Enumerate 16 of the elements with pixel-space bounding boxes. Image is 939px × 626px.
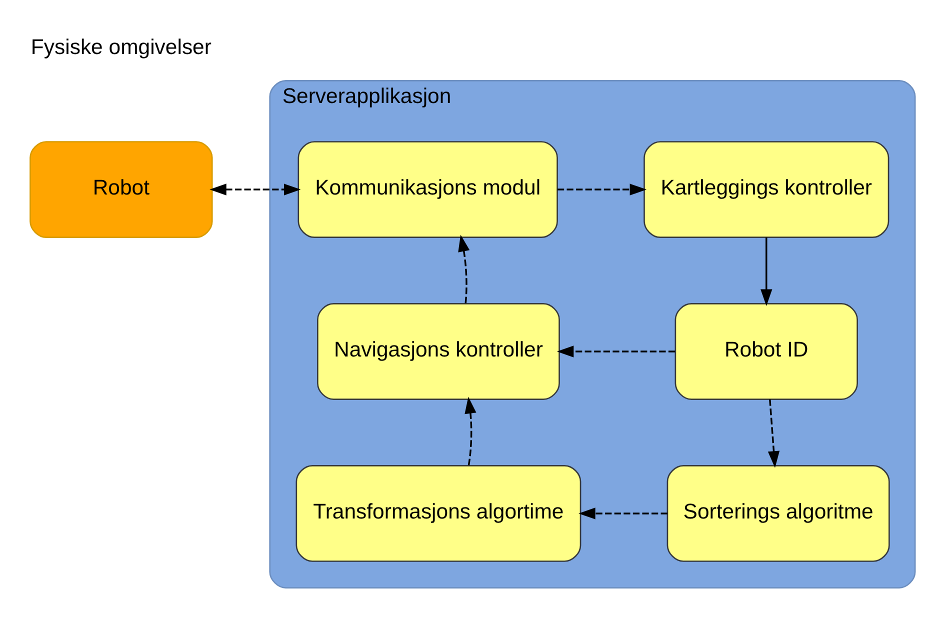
arrow: [760, 237, 772, 306]
node-box: Navigasjons kontroller: [316, 303, 560, 400]
arrow: [458, 234, 470, 304]
arrow: [209, 184, 300, 196]
node-box: Transformasjons algortime: [295, 465, 581, 562]
node-box: Kommunikasjons modul: [297, 141, 558, 238]
arrow: [556, 184, 646, 196]
arrow: [556, 346, 675, 358]
arrow: [464, 396, 476, 466]
node-box: Robot ID: [674, 303, 858, 400]
arrow: [578, 508, 667, 520]
node-label: Fysiske omgivelser: [30, 34, 211, 59]
node-box: Sorterings algoritme: [666, 465, 890, 562]
arrow: [767, 399, 780, 468]
node-box: Kartleggings kontroller: [643, 141, 889, 238]
node-box: Robot: [29, 141, 212, 238]
